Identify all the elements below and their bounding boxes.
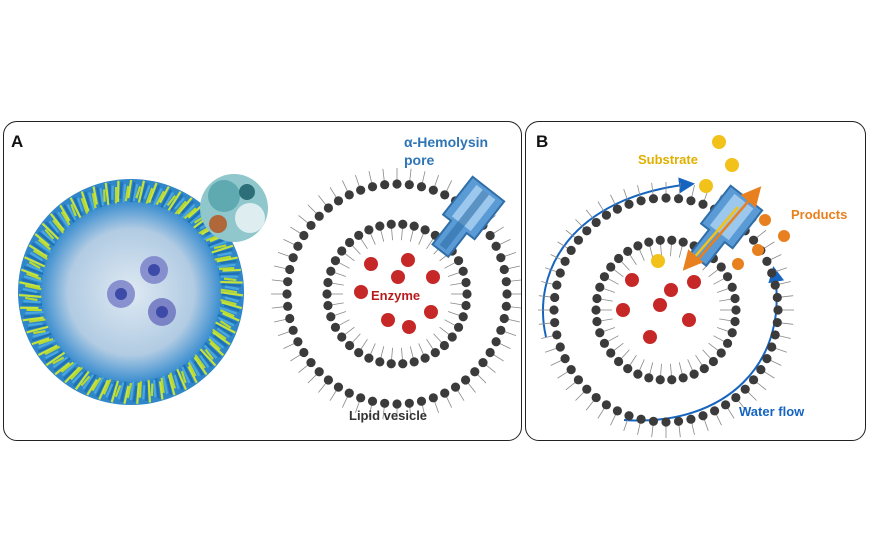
product-exit-arrow bbox=[695, 186, 762, 263]
enzyme-dot bbox=[381, 313, 395, 327]
water-flow-label: Water flow bbox=[739, 404, 805, 419]
liposome-rendering bbox=[18, 174, 268, 405]
enzyme-dot bbox=[682, 313, 696, 327]
panel-b: B Substrate Products Water flow bbox=[525, 121, 866, 441]
product-dot bbox=[732, 258, 744, 270]
lipid-fringe bbox=[18, 179, 244, 405]
substrate-dot bbox=[725, 158, 739, 172]
enzyme-dot bbox=[664, 283, 678, 297]
substrate-dot bbox=[651, 254, 665, 268]
enzyme-dot bbox=[687, 275, 701, 289]
product-dot bbox=[759, 214, 771, 226]
enzyme-dot bbox=[616, 303, 630, 317]
panel-a: A α-Hemolysin pore Enzyme Lipid vesicle bbox=[3, 121, 522, 441]
enzyme-label: Enzyme bbox=[371, 288, 421, 303]
substrate-entry-arrow bbox=[682, 206, 739, 271]
enzyme-dot bbox=[391, 270, 405, 284]
enzyme-dots-b bbox=[616, 273, 701, 344]
product-dots bbox=[732, 214, 790, 270]
enzyme-dot bbox=[364, 257, 378, 271]
enzyme-dots bbox=[354, 253, 440, 334]
pore-molecule-rendering bbox=[200, 174, 268, 242]
substrate-dot bbox=[699, 179, 713, 193]
enzyme-dot bbox=[426, 270, 440, 284]
alpha-hemolysin-pore-icon bbox=[431, 175, 506, 259]
product-dot bbox=[752, 244, 764, 256]
substrate-label: Substrate bbox=[638, 152, 698, 167]
products-label: Products bbox=[791, 207, 848, 222]
panel-a-graphics bbox=[18, 168, 521, 420]
enzyme-dot bbox=[643, 330, 657, 344]
pore-label-line1: α-Hemolysin bbox=[404, 134, 489, 150]
panel-b-label: B bbox=[536, 132, 549, 151]
enzyme-dot bbox=[424, 305, 438, 319]
enzyme-dot bbox=[354, 285, 368, 299]
product-dot bbox=[778, 230, 790, 242]
substrate-dots bbox=[651, 135, 739, 268]
enzyme-dot bbox=[653, 298, 667, 312]
pore-label-line2: pore bbox=[404, 152, 435, 168]
water-flow-arrow-left bbox=[542, 177, 695, 338]
substrate-dot bbox=[712, 135, 726, 149]
lipid-vesicle-schematic-b bbox=[538, 182, 794, 438]
panel-a-label: A bbox=[11, 132, 24, 151]
enzyme-dot bbox=[625, 273, 639, 287]
water-flow-arrow-right bbox=[623, 266, 785, 422]
enzyme-dot bbox=[401, 253, 415, 267]
encapsulated-enzyme-rendering bbox=[107, 256, 176, 326]
vesicle-label: Lipid vesicle bbox=[349, 408, 428, 423]
panel-b-graphics bbox=[538, 135, 794, 438]
enzyme-dot bbox=[402, 320, 416, 334]
